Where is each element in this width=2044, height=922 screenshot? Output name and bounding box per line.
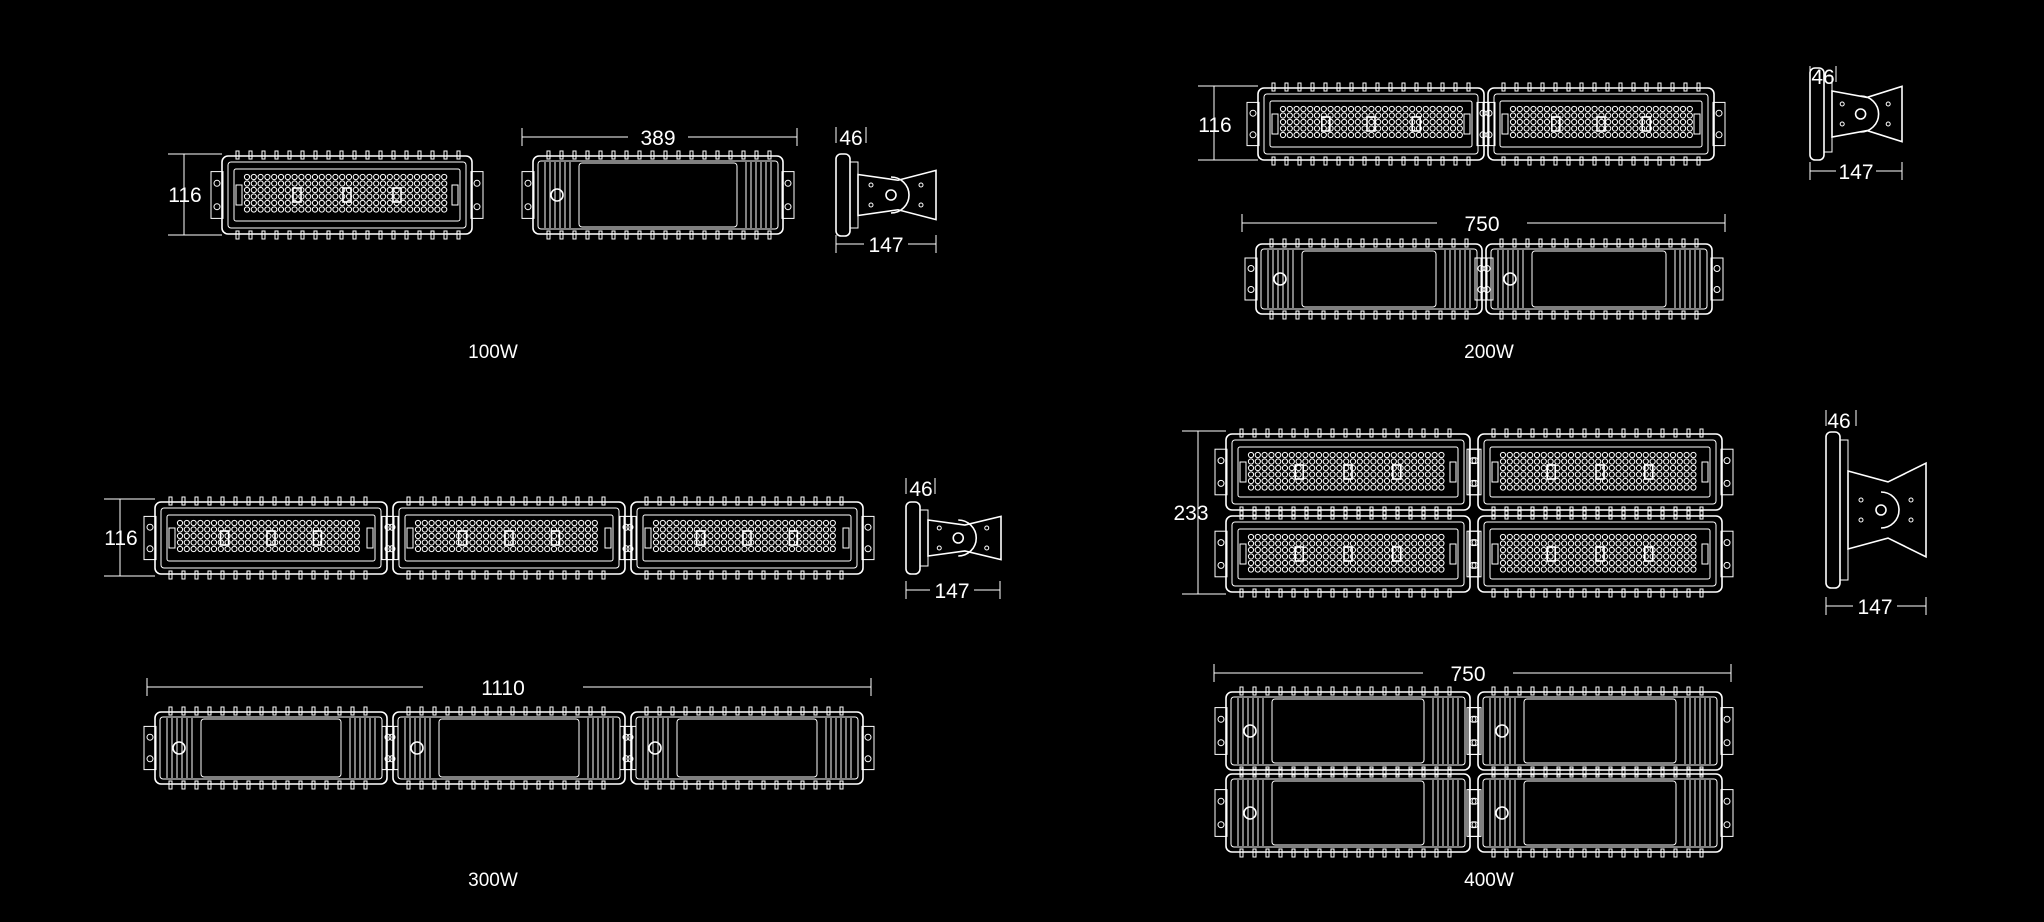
dimension-line-vertical xyxy=(1198,85,1258,161)
dimension-line-horizontal xyxy=(146,678,872,696)
dimension-line-vertical xyxy=(1182,430,1226,595)
mounting-bracket-side xyxy=(905,501,1002,575)
led-module-front xyxy=(1466,428,1734,516)
w400-depth-dimension: 46 xyxy=(1827,410,1850,433)
led-module-back xyxy=(381,706,637,790)
led-module-back xyxy=(521,150,795,240)
led-module-front xyxy=(619,496,875,580)
w300-depth-dimension: 46 xyxy=(909,478,932,501)
mounting-bracket-side xyxy=(835,153,937,237)
dimension-line-vertical xyxy=(104,498,155,577)
w400-bracket-dimension: 147 xyxy=(1857,596,1892,619)
dimension-line-horizontal xyxy=(1241,214,1726,232)
w400-length-dimension: 750 xyxy=(1450,663,1485,686)
w200-height-dimension: 116 xyxy=(1198,114,1231,137)
w100-label: 100W xyxy=(468,342,518,363)
w100-height-dimension: 116 xyxy=(168,184,201,207)
w200-length-dimension: 750 xyxy=(1464,213,1499,236)
dimension-line-horizontal xyxy=(1809,162,1903,180)
w100-length-dimension: 389 xyxy=(640,127,675,150)
dimension-depth-ticks xyxy=(905,478,936,494)
dimension-depth-ticks xyxy=(835,127,867,143)
mounting-bracket-side xyxy=(1825,431,1927,589)
w300-length-dimension: 1110 xyxy=(481,677,525,700)
dimension-line-horizontal xyxy=(835,235,937,253)
w400-label: 400W xyxy=(1464,870,1514,891)
dimension-depth-ticks xyxy=(1825,410,1857,426)
w400-height-dimension: 233 xyxy=(1173,502,1208,525)
led-module-back xyxy=(1214,686,1482,776)
led-module-front xyxy=(1476,82,1726,166)
w100-bracket-dimension: 147 xyxy=(868,234,903,257)
w100-depth-dimension: 46 xyxy=(839,127,862,150)
w200-bracket-dimension: 147 xyxy=(1838,161,1873,184)
dimension-line-horizontal xyxy=(905,581,1001,599)
led-module-front xyxy=(1214,510,1482,598)
led-module-front xyxy=(143,496,399,580)
w300-label: 300W xyxy=(468,870,518,891)
mounting-bracket-side xyxy=(1809,67,1903,161)
w200-label: 200W xyxy=(1464,342,1514,363)
w200-depth-dimension: 46 xyxy=(1811,66,1834,89)
led-module-front xyxy=(1466,510,1734,598)
dimension-line-horizontal xyxy=(521,128,798,146)
drawing-geometry xyxy=(104,66,1927,858)
led-module-front xyxy=(1214,428,1482,516)
led-module-back xyxy=(619,706,875,790)
dimension-line-vertical xyxy=(168,153,222,236)
led-module-front xyxy=(381,496,637,580)
dimension-line-horizontal xyxy=(1213,664,1732,682)
led-module-back xyxy=(1466,686,1734,776)
w300-height-dimension: 116 xyxy=(104,527,137,550)
w300-bracket-dimension: 147 xyxy=(934,580,969,603)
led-module-back xyxy=(143,706,399,790)
led-module-front xyxy=(1246,82,1496,166)
dimension-line-horizontal xyxy=(1825,597,1927,615)
led-module-back xyxy=(1214,768,1482,858)
led-module-back xyxy=(1474,238,1724,320)
led-module-front xyxy=(210,150,484,240)
led-module-back xyxy=(1466,768,1734,858)
led-module-back xyxy=(1244,238,1494,320)
